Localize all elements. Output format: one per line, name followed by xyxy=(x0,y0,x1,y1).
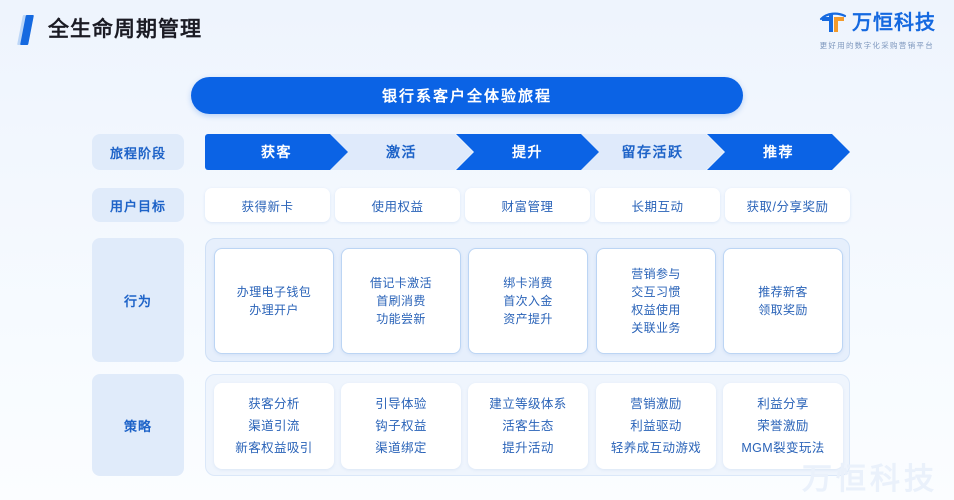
strategy-card-3[interactable]: 建立等级体系活客生态提升活动 xyxy=(468,383,588,469)
strategy-line: 利益分享 xyxy=(757,397,809,411)
user-goal-card-2[interactable]: 使用权益 xyxy=(335,188,460,222)
behavior-band: 办理电子钱包办理开户借记卡激活首刷消费功能尝新绑卡消费首次入金资产提升营销参与交… xyxy=(205,238,850,362)
page-header: 全生命周期管理 万恒科技 更好用的数字化采购营销平台 xyxy=(0,0,954,60)
journey-banner-title: 银行系客户全体验旅程 xyxy=(191,77,743,114)
user-goal-label: 获得新卡 xyxy=(241,199,294,214)
strategy-line: 建立等级体系 xyxy=(489,397,567,411)
behavior-card-3[interactable]: 绑卡消费首次入金资产提升 xyxy=(468,248,588,354)
behavior-card-4[interactable]: 营销参与交互习惯权益使用关联业务 xyxy=(596,248,716,354)
strategy-line: 利益驱动 xyxy=(630,419,682,433)
strategy-card-1[interactable]: 获客分析渠道引流新客权益吸引 xyxy=(214,383,334,469)
row-label-stage: 旅程阶段 xyxy=(92,134,184,170)
stage-chevron-2[interactable]: 激活 xyxy=(330,134,473,170)
user-goal-label: 获取/分享奖励 xyxy=(746,199,829,214)
brand-logo: 万恒科技 更好用的数字化采购营销平台 xyxy=(786,9,936,55)
behavior-line: 领取奖励 xyxy=(758,303,808,317)
page-title: 全生命周期管理 xyxy=(48,18,202,41)
behavior-line: 办理电子钱包 xyxy=(236,285,312,299)
behavior-line: 功能尝新 xyxy=(376,312,426,326)
stage-chevron-label: 获客 xyxy=(261,144,292,160)
stage-chevron-5[interactable]: 推荐 xyxy=(707,134,850,170)
strategy-line: 提升活动 xyxy=(502,441,554,455)
stage-chevron-1[interactable]: 获客 xyxy=(205,134,348,170)
strategy-line: 钩子权益 xyxy=(375,419,427,433)
behavior-line: 交互习惯 xyxy=(631,285,681,299)
strategy-card-2[interactable]: 引导体验钩子权益渠道绑定 xyxy=(341,383,461,469)
strategy-line: 获客分析 xyxy=(248,397,300,411)
behavior-card-2[interactable]: 借记卡激活首刷消费功能尝新 xyxy=(341,248,461,354)
title-accent-bar-icon xyxy=(17,15,34,45)
strategy-line: 渠道引流 xyxy=(248,419,300,433)
strategy-band: 获客分析渠道引流新客权益吸引引导体验钩子权益渠道绑定建立等级体系活客生态提升活动… xyxy=(205,374,850,476)
behavior-line: 营销参与 xyxy=(631,267,681,281)
user-goal-label: 使用权益 xyxy=(371,199,424,214)
behavior-line: 首次入金 xyxy=(503,294,553,308)
strategy-line: 荣誉激励 xyxy=(757,419,809,433)
logo-text: 万恒科技 xyxy=(852,12,936,34)
behavior-line: 资产提升 xyxy=(503,312,553,326)
wanheng-h-logo-icon xyxy=(819,10,847,36)
behavior-line: 首刷消费 xyxy=(376,294,426,308)
stage-chevron-4[interactable]: 留存活跃 xyxy=(581,134,724,170)
stage-chevron-label: 推荐 xyxy=(763,144,794,160)
behavior-line: 关联业务 xyxy=(631,321,681,335)
user-goal-card-3[interactable]: 财富管理 xyxy=(465,188,590,222)
behavior-line: 推荐新客 xyxy=(758,285,808,299)
strategy-card-5[interactable]: 利益分享荣誉激励 MGM裂变玩法 xyxy=(723,383,843,469)
stage-chevron-3[interactable]: 提升 xyxy=(456,134,599,170)
stage-chevron-track: 获客 激活 提升 留存活跃 推荐 xyxy=(205,134,850,170)
strategy-line: 营销激励 xyxy=(630,397,682,411)
behavior-line: 办理开户 xyxy=(249,303,299,317)
strategy-line: 引导体验 xyxy=(375,397,427,411)
stage-chevron-label: 激活 xyxy=(386,144,417,160)
logo-tagline: 更好用的数字化采购营销平台 xyxy=(819,41,934,50)
user-goal-label: 长期互动 xyxy=(631,199,684,214)
stage-chevron-label: 留存活跃 xyxy=(621,144,684,160)
user-goal-card-5[interactable]: 获取/分享奖励 xyxy=(725,188,850,222)
strategy-line: 渠道绑定 xyxy=(375,441,427,455)
strategy-card-4[interactable]: 营销激励利益驱动轻养成互动游戏 xyxy=(596,383,716,469)
user-goal-card-1[interactable]: 获得新卡 xyxy=(205,188,330,222)
user-goal-label: 财富管理 xyxy=(501,199,554,214)
user-goal-track: 获得新卡 使用权益 财富管理 长期互动 获取/分享奖励 xyxy=(205,188,850,222)
behavior-card-1[interactable]: 办理电子钱包办理开户 xyxy=(214,248,334,354)
strategy-line: 新客权益吸引 xyxy=(235,441,313,455)
strategy-line: 活客生态 xyxy=(502,419,554,433)
row-label-behavior: 行为 xyxy=(92,238,184,362)
stage-chevron-label: 提升 xyxy=(512,144,543,160)
behavior-line: 借记卡激活 xyxy=(369,276,432,290)
behavior-card-5[interactable]: 推荐新客领取奖励 xyxy=(723,248,843,354)
row-label-goal: 用户目标 xyxy=(92,188,184,222)
strategy-line: 轻养成互动游戏 xyxy=(610,441,702,455)
row-label-strategy: 策略 xyxy=(92,374,184,476)
behavior-line: 绑卡消费 xyxy=(503,276,553,290)
user-goal-card-4[interactable]: 长期互动 xyxy=(595,188,720,222)
strategy-line: MGM裂变玩法 xyxy=(741,441,825,455)
behavior-line: 权益使用 xyxy=(631,303,681,317)
